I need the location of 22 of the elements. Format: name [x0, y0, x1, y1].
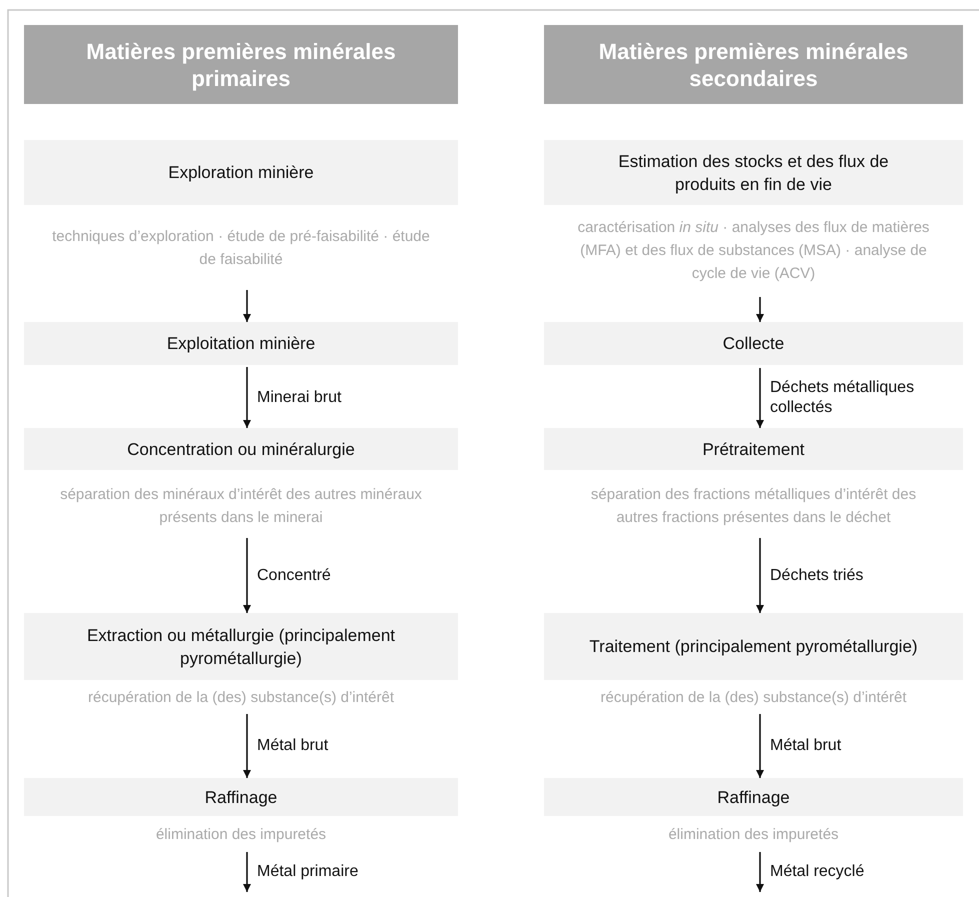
step-band: Traitement (principalement pyrométallurgie): [544, 613, 963, 680]
edge-label: Métal primaire: [257, 862, 358, 882]
step-band: Raffinage: [24, 778, 458, 816]
step-band: Exploitation minière: [24, 322, 458, 365]
edge-label: Métal recyclé: [770, 862, 864, 882]
step-band: Estimation des stocks et des flux de produits en fin de vie: [544, 140, 963, 205]
step-description: récupération de la (des) substance(s) d’intérêt: [600, 688, 908, 708]
step-description: élimination des impuretés: [667, 825, 840, 845]
step-band: Concentration ou minéralurgie: [24, 428, 458, 470]
step-band: Prétraitement: [544, 428, 963, 470]
step-description: élimination des impuretés: [154, 825, 328, 845]
column-header: Matières premières minérales primaires: [24, 25, 458, 104]
step-band: Collecte: [544, 322, 963, 365]
step-description: séparation des minéraux d’intérêt des autres minéraux présents dans le minerai: [59, 485, 423, 528]
step-description: récupération de la (des) substance(s) d’intérêt: [87, 688, 395, 708]
step-band: Exploration minière: [24, 140, 458, 205]
step-band: Raffinage: [544, 778, 963, 816]
step-band: Extraction ou métallurgie (principalement pyrométallurgie): [24, 613, 458, 680]
step-description: techniques d’exploration · étude de pré-faisabilité · étude de faisabilité: [51, 227, 431, 270]
step-description: séparation des fractions métalliques d’intérêt des autres fractions présentes dans le déchet: [590, 485, 918, 528]
step-description: caractérisation in situ · analyses des flux de matières (MFA) et des flux de substances (MSA) · analyse de cycle de vie (ACV): [576, 218, 930, 284]
column-header: Matières premières minérales secondaires: [544, 25, 963, 104]
